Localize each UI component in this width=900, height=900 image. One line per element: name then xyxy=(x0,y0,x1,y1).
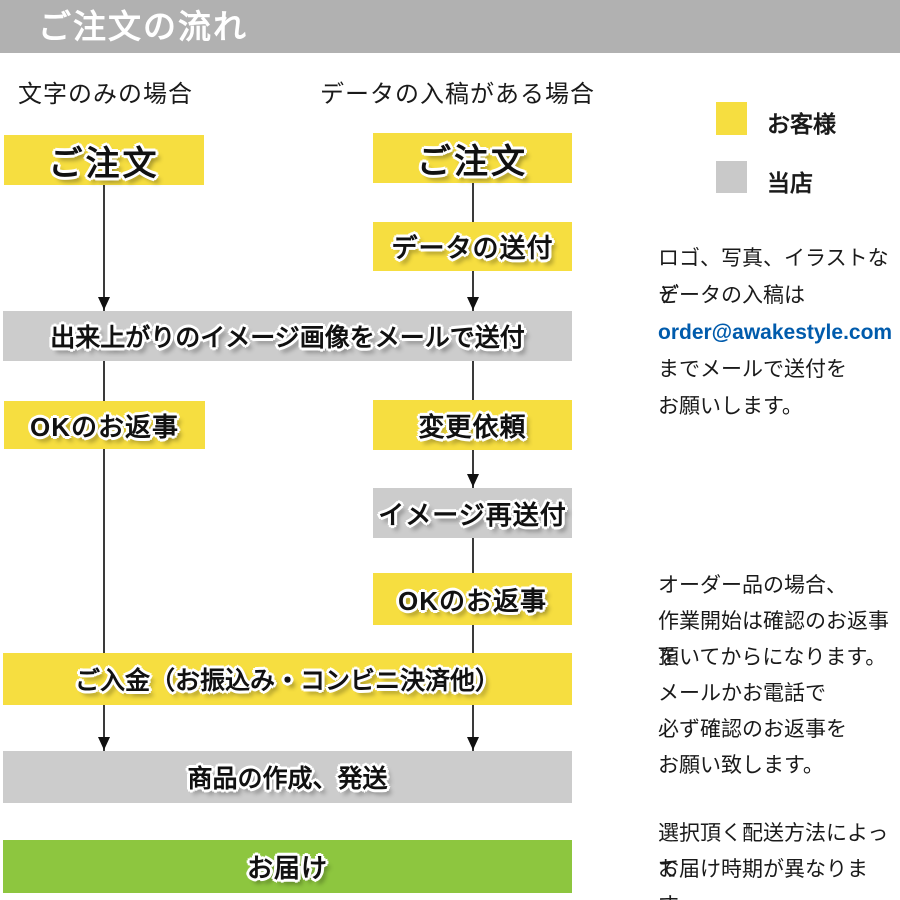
note-line: データの入稿は xyxy=(658,284,805,307)
note-line: 頂いてからになります。 xyxy=(658,646,887,669)
flow-box-delivery: お届け xyxy=(3,840,572,893)
note-line: までメールで送付を xyxy=(658,358,847,381)
arrow-down-icon xyxy=(98,297,110,310)
legend-customer-label: お客様 xyxy=(767,111,836,137)
arrow-down-icon xyxy=(467,297,479,310)
arrow-down-icon xyxy=(467,737,479,750)
note-line: 作業開始は確認のお返事を xyxy=(658,610,889,669)
flow-box-change-request: 変更依頼 xyxy=(373,400,572,450)
flow-box-payment: ご入金（お振込み・コンビニ決済他） xyxy=(3,653,572,705)
email-link[interactable]: order@awakestyle.com xyxy=(658,321,893,344)
legend-shop-label: 当店 xyxy=(767,170,813,196)
header-bar: ご注文の流れ xyxy=(0,0,900,53)
flow-box-ok-reply-left: OKのお返事 xyxy=(4,401,205,449)
flow-box-image-mail: 出来上がりのイメージ画像をメールで送付 xyxy=(3,311,572,361)
arrow-down-icon xyxy=(467,474,479,487)
note-delivery-timing: 選択頂く配送方法によって お届け時期が異なります。 xyxy=(658,816,900,900)
note-line: お願い致します。 xyxy=(658,754,824,777)
column-label-text-only: 文字のみの場合 xyxy=(18,81,193,108)
note-line: 必ず確認のお返事を xyxy=(658,718,847,741)
flow-box-image-resend: イメージ再送付 xyxy=(373,488,572,538)
flow-box-order-left: ご注文 xyxy=(4,135,204,185)
flow-line-right-column xyxy=(472,183,474,751)
note-line: オーダー品の場合、 xyxy=(658,574,847,597)
note-order-confirmation: オーダー品の場合、 作業開始は確認のお返事を 頂いてからになります。 メールかお… xyxy=(658,568,900,784)
flow-box-production-ship: 商品の作成、発送 xyxy=(3,751,572,803)
legend-shop-swatch xyxy=(716,161,747,193)
arrow-down-icon xyxy=(98,737,110,750)
note-line: ロゴ、写真、イラストなど xyxy=(658,247,889,307)
flow-box-data-send: データの送付 xyxy=(373,222,572,271)
page-title: ご注文の流れ xyxy=(38,8,248,45)
note-line: メールかお電話で xyxy=(658,682,826,705)
flow-line-left-column xyxy=(103,185,105,751)
column-label-with-data: データの入稿がある場合 xyxy=(320,81,595,108)
flow-box-ok-reply-right: OKのお返事 xyxy=(373,573,572,625)
flow-box-order-right: ご注文 xyxy=(373,133,572,183)
note-line: お届け時期が異なります。 xyxy=(658,858,868,900)
note-line: お願いします。 xyxy=(658,395,803,418)
note-line: 選択頂く配送方法によって xyxy=(658,822,889,881)
note-data-submission: ロゴ、写真、イラストなど データの入稿は order@awakestyle.co… xyxy=(658,240,900,425)
legend-customer-swatch xyxy=(716,102,747,135)
